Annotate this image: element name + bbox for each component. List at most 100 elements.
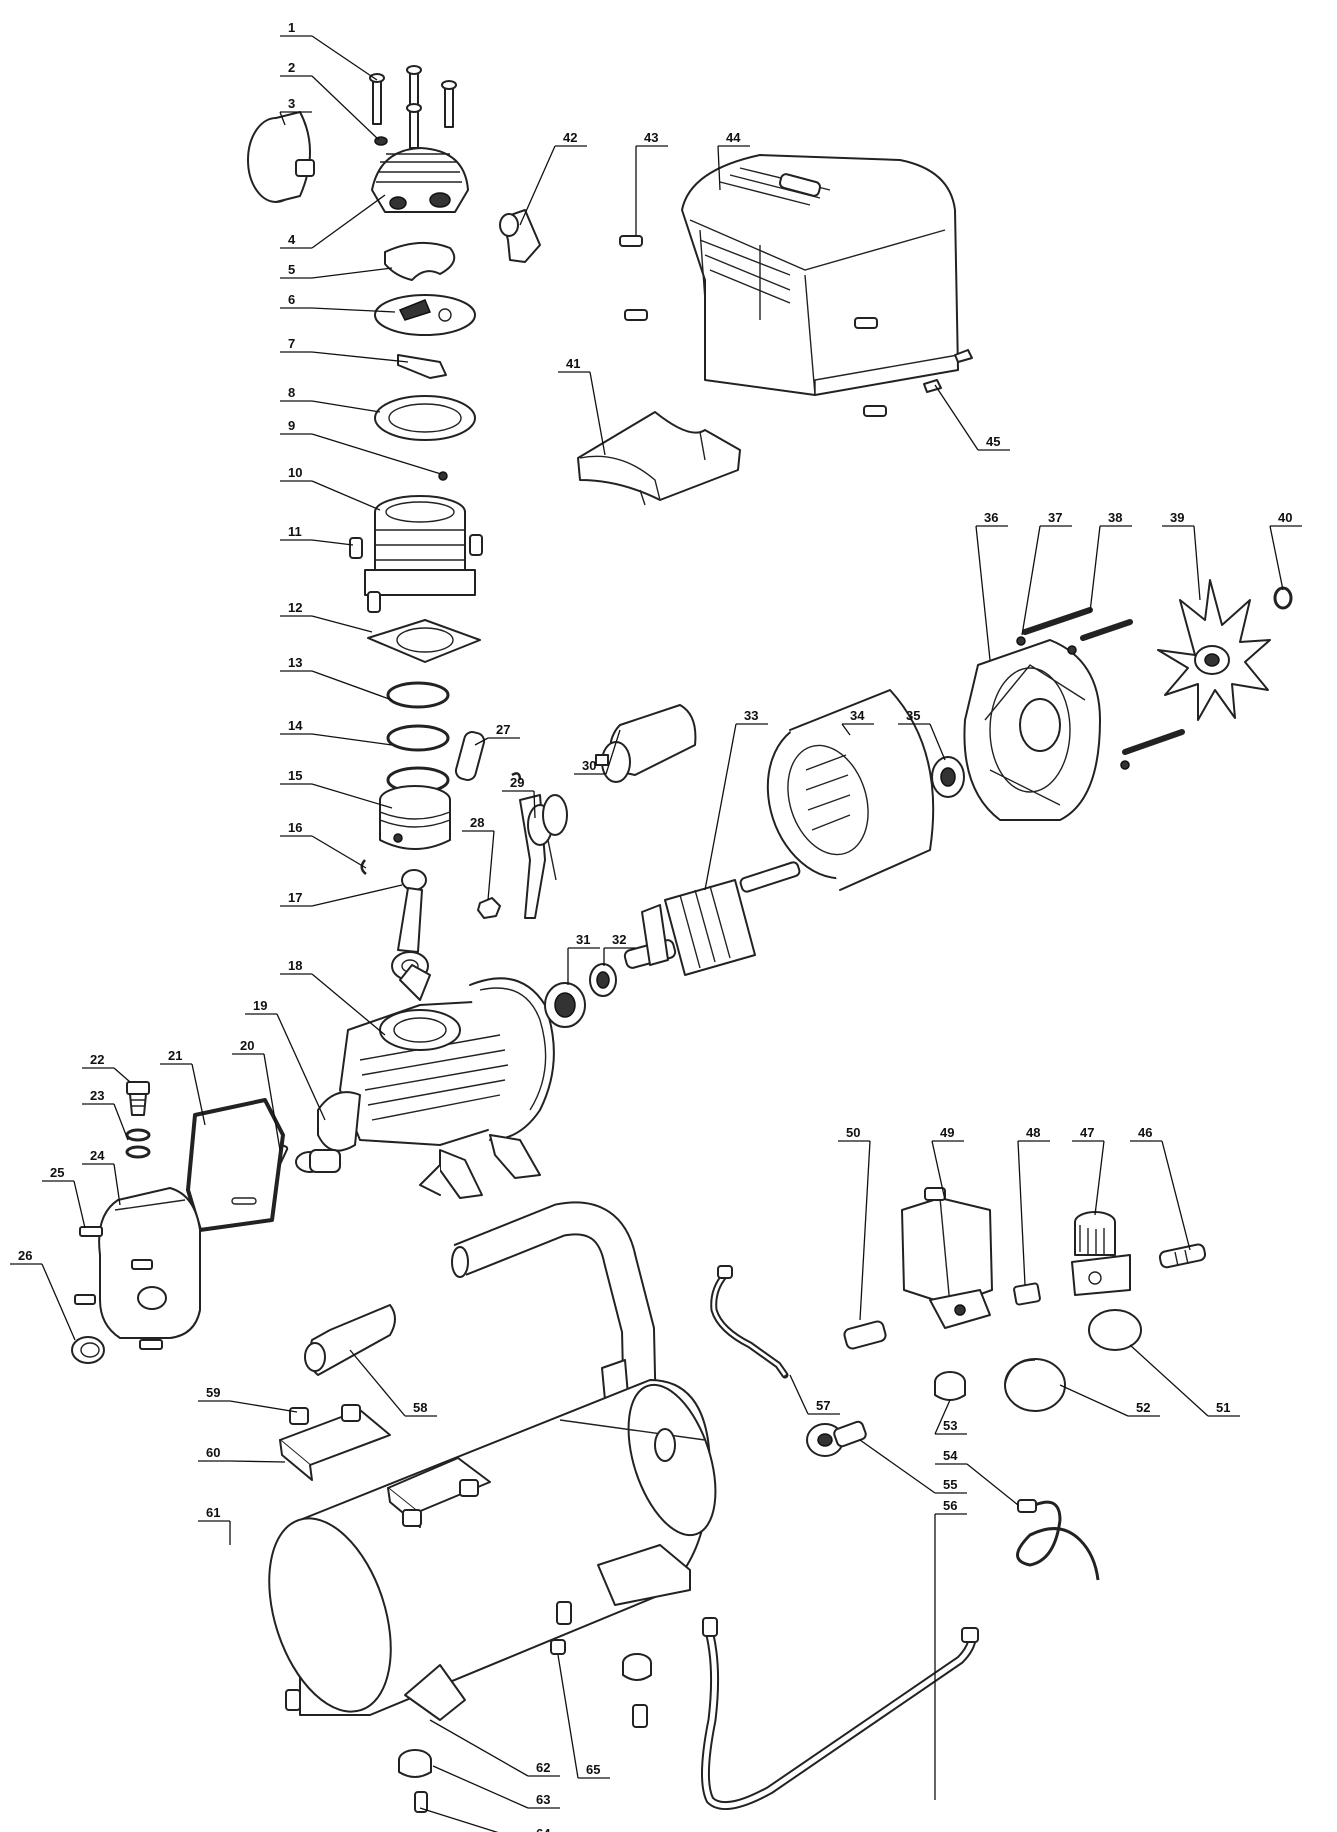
callout-24: 24 (82, 1148, 121, 1206)
callout-leader (73, 1180, 86, 1229)
callout-number: 60 (206, 1445, 220, 1460)
callout-50: 50 (838, 1125, 871, 1321)
callout-number: 7 (288, 336, 295, 351)
callout-22: 22 (82, 1052, 131, 1083)
callout-4: 4 (280, 194, 386, 249)
callout-28: 28 (462, 815, 495, 901)
callout-35: 35 (898, 708, 946, 761)
callout-number: 48 (1026, 1125, 1040, 1140)
callout-number: 3 (288, 96, 295, 111)
callout-30: 30 (574, 729, 621, 775)
callout-2: 2 (280, 60, 380, 141)
callout-leader (1269, 525, 1284, 591)
reed-valve (397, 354, 447, 379)
callout-leader (859, 1439, 936, 1494)
callout-53: 53 (934, 1399, 967, 1435)
piston-pin (454, 731, 486, 781)
tank (268, 1379, 717, 1716)
callout-leader (311, 615, 373, 633)
callout-39: 39 (1162, 510, 1201, 601)
cylinder-bolts (349, 534, 483, 613)
callout-26: 26 (10, 1248, 76, 1341)
callout-number: 13 (288, 655, 302, 670)
callout-leader (929, 723, 946, 761)
callout-leader (1129, 1344, 1209, 1417)
filter-fitting (125, 1081, 151, 1159)
callout-15: 15 (280, 768, 393, 809)
power-cord (1016, 1499, 1100, 1581)
callout-leader (589, 371, 606, 456)
callout-leader (229, 1460, 286, 1463)
grip (304, 1304, 396, 1376)
callout-leader (966, 1463, 1019, 1506)
callout-leader (311, 351, 409, 363)
outlet-hose (701, 1617, 979, 1811)
brush-holder (519, 794, 568, 919)
callout-number: 16 (288, 820, 302, 835)
bottom-bolt (414, 1791, 428, 1813)
pressure-switch (901, 1187, 993, 1329)
callout-45: 45 (934, 384, 1010, 451)
callout-leader (311, 35, 378, 81)
rotor (623, 861, 801, 976)
gauge-1 (1004, 1358, 1066, 1412)
callout-leader (311, 480, 381, 511)
callout-leader (533, 790, 536, 819)
callout-leader (1021, 525, 1041, 636)
callout-number: 57 (816, 1398, 830, 1413)
callout-57: 57 (789, 1374, 840, 1415)
callout-number: 52 (1136, 1400, 1150, 1415)
callout-number: 24 (90, 1148, 105, 1163)
callout-14: 14 (280, 718, 393, 746)
callout-47: 47 (1072, 1125, 1105, 1216)
callout-58: 58 (349, 1349, 437, 1417)
callout-19: 19 (245, 998, 326, 1121)
callout-leader (519, 145, 556, 226)
cover-bolt (79, 1226, 103, 1237)
callout-49: 49 (931, 1125, 964, 1201)
callout-leader (1017, 1140, 1026, 1286)
callout-leader (1193, 525, 1201, 601)
callout-leader (41, 1263, 76, 1341)
callout-leader (487, 830, 495, 901)
callout-11: 11 (280, 524, 354, 546)
callout-31: 31 (567, 932, 600, 985)
callout-number: 59 (206, 1385, 220, 1400)
callout-number: 33 (744, 708, 758, 723)
callout-number: 56 (943, 1498, 957, 1513)
callout-number: 54 (943, 1448, 958, 1463)
callout-number: 45 (986, 434, 1000, 449)
callout-51: 51 (1129, 1344, 1240, 1417)
callout-27: 27 (474, 722, 520, 746)
handle-pad (577, 411, 741, 506)
callout-leader (311, 267, 393, 279)
callout-34: 34 (841, 708, 874, 736)
head-gasket (384, 241, 456, 281)
tank-feet (404, 1544, 691, 1721)
stator (766, 689, 935, 891)
callout-number: 32 (612, 932, 626, 947)
drain-valve (550, 1639, 566, 1655)
callout-37: 37 (1021, 510, 1072, 636)
callout-number: 23 (90, 1088, 104, 1103)
callout-40: 40 (1269, 510, 1302, 591)
callout-number: 55 (943, 1477, 957, 1492)
callout-1: 1 (280, 20, 378, 81)
callout-62: 62 (429, 1719, 560, 1777)
callout-leader (311, 783, 393, 809)
callout-leader (704, 723, 737, 891)
crank-counterweight (295, 1091, 361, 1173)
callout-leader (311, 733, 393, 746)
callout-leader (113, 1067, 131, 1083)
callout-number: 10 (288, 465, 302, 480)
callout-leader (113, 1103, 129, 1141)
callout-65: 65 (557, 1654, 610, 1779)
callout-number: 1 (288, 20, 295, 35)
cylinder (364, 495, 476, 596)
callout-leader (229, 1400, 298, 1413)
callout-leader (934, 384, 979, 451)
callout-10: 10 (280, 465, 381, 511)
callout-16: 16 (280, 820, 367, 869)
callout-5: 5 (280, 262, 393, 279)
